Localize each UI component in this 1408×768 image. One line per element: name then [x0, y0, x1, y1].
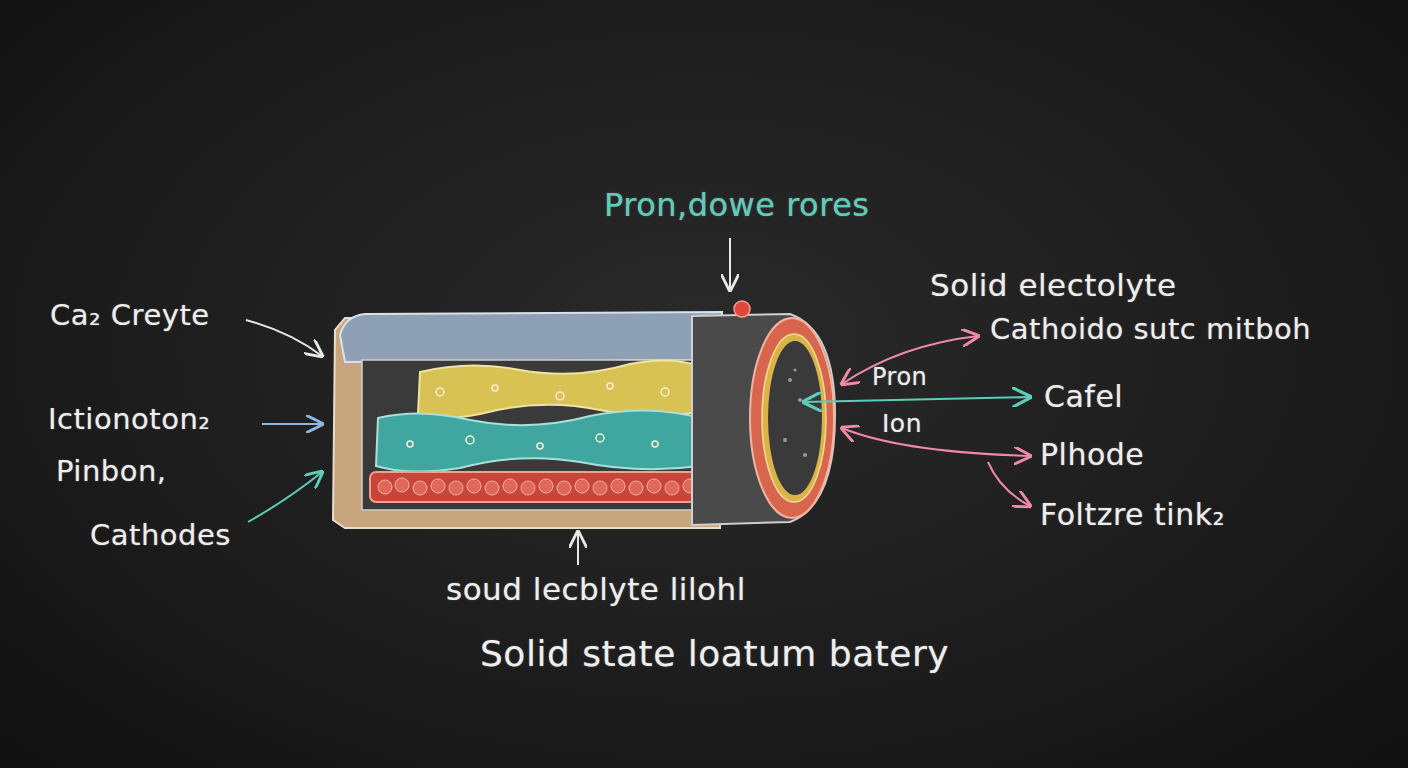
anode-layer — [418, 360, 700, 418]
leader-line — [262, 423, 322, 425]
part-label: Ca₂ Creyte — [50, 300, 210, 332]
part-label: Pron — [872, 364, 927, 390]
part-label: Cafel — [1044, 380, 1123, 413]
part-label: Ictionoton₂ — [48, 404, 210, 436]
leader-line — [842, 428, 1030, 456]
part-label: Cathodes — [90, 520, 231, 552]
cathode-layer — [370, 472, 702, 502]
leader-line — [804, 397, 1030, 402]
diagram-caption: Solid state loatum batery — [480, 634, 949, 674]
leader-line — [988, 462, 1030, 506]
inner-cavity — [362, 360, 702, 510]
leader-line — [248, 472, 322, 522]
electrolyte-layer — [376, 410, 700, 471]
terminal — [734, 301, 750, 317]
top-casing — [340, 312, 722, 362]
part-label: Solid electolyte — [930, 268, 1177, 302]
part-label: Pinbon, — [56, 456, 167, 488]
end-cap — [692, 314, 835, 525]
end-cap-core — [768, 341, 822, 495]
end-cap-ring — [762, 334, 826, 502]
core-dots — [783, 369, 807, 458]
part-label: Foltzre tink₂ — [1040, 498, 1225, 531]
part-label: Cathoido sutc mitboh — [990, 314, 1311, 346]
end-cap-face — [750, 318, 834, 518]
bubbles — [407, 383, 669, 449]
leader-line — [246, 320, 322, 356]
part-label: Pron,dowe rores — [604, 188, 869, 223]
leader-line — [577, 532, 579, 565]
leader-line — [729, 238, 731, 290]
part-label: Ion — [882, 410, 922, 438]
part-label: Plhode — [1040, 438, 1144, 471]
part-label: soud lecblyte lilohl — [446, 572, 746, 606]
cathode-particles — [378, 478, 697, 495]
